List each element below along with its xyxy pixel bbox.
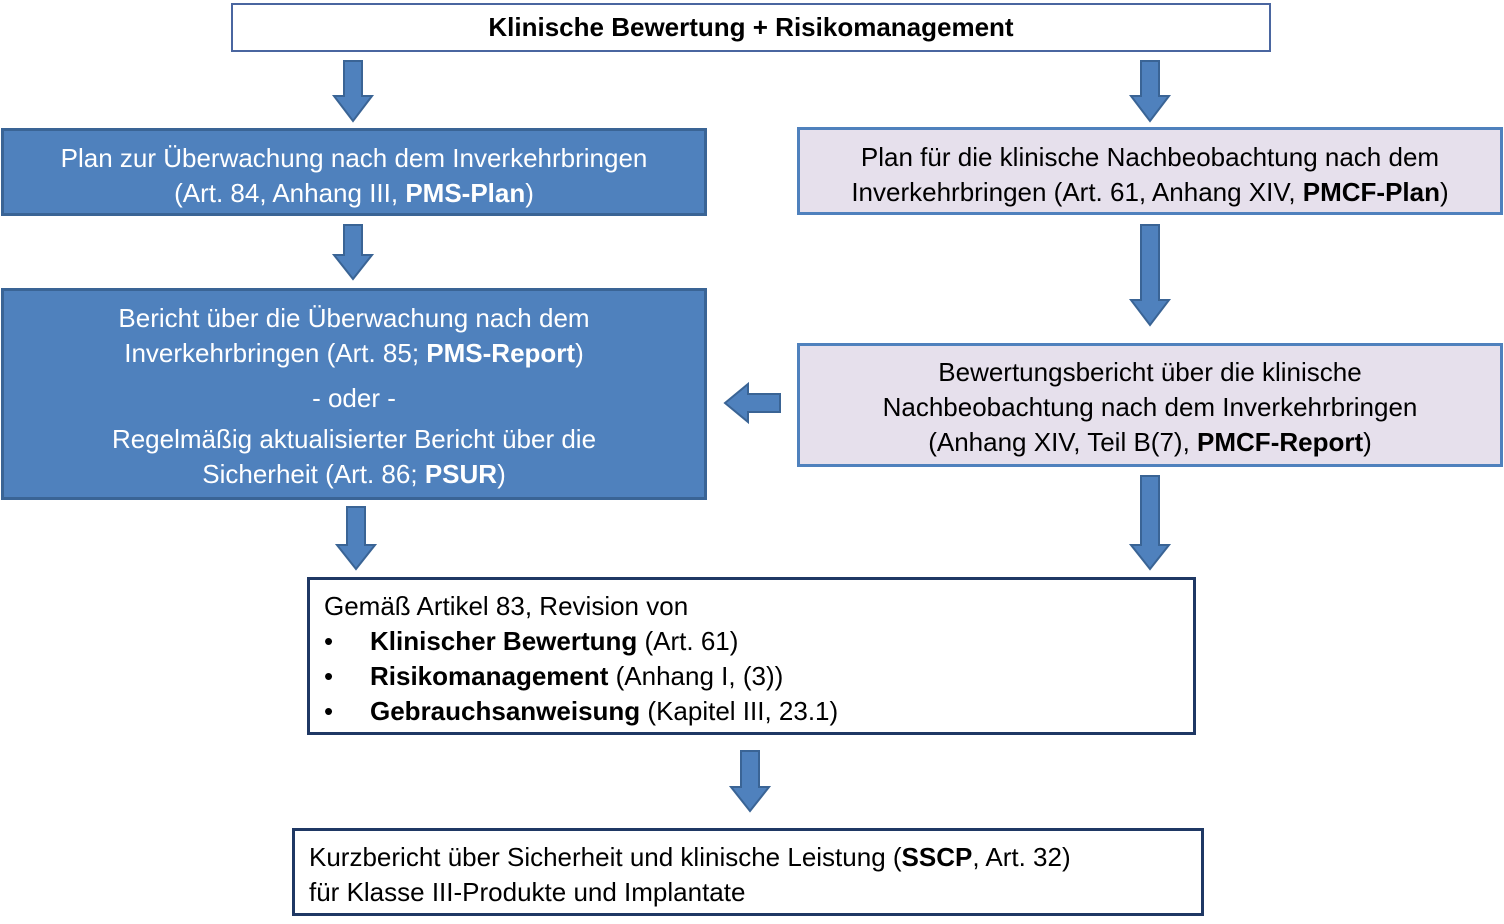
psur-line2: Sicherheit (Art. 86; PSUR) [202, 459, 506, 489]
arrow-pmcf-report-to-pms-report [723, 381, 781, 425]
revision-item: • Risikomanagement (Anhang I, (3)) [324, 659, 1193, 694]
pmcf-report-line3: (Anhang XIV, Teil B(7), PMCF-Report) [928, 427, 1372, 457]
top-box-title: Klinische Bewertung + Risikomanagement [231, 3, 1271, 52]
bullet: • [324, 696, 334, 726]
pmcf-report-line1: Bewertungsbericht über die klinische [938, 357, 1362, 387]
pms-plan-term: PMS-Plan [405, 178, 526, 208]
pms-plan-box: Plan zur Überwachung nach dem Inverkehrb… [1, 128, 707, 216]
pmcf-plan-term: PMCF-Plan [1302, 177, 1440, 207]
arrow-top-to-pmcf-plan [1128, 60, 1172, 123]
arrow-revision-to-sscp [728, 750, 772, 813]
bullet: • [324, 626, 334, 656]
pms-report-line1: Bericht über die Überwachung nach dem [118, 303, 590, 333]
sscp-line1: Kurzbericht über Sicherheit und klinisch… [309, 842, 1071, 872]
sscp-line2: für Klasse III-Produkte und Implantate [309, 877, 746, 907]
sscp-term: SSCP [901, 842, 973, 872]
revision-intro: Gemäß Artikel 83, Revision von [324, 591, 689, 621]
pmcf-report-line2: Nachbeobachtung nach dem Inverkehrbringe… [882, 392, 1418, 422]
arrow-top-to-pms-plan [331, 60, 375, 123]
revision-item: • Gebrauchsanweisung (Kapitel III, 23.1) [324, 694, 1193, 729]
pmcf-plan-line2: Inverkehrbringen (Art. 61, Anhang XIV, P… [851, 177, 1449, 207]
pmcf-plan-line1: Plan für die klinische Nachbeobachtung n… [860, 142, 1440, 172]
pms-plan-line2: (Art. 84, Anhang III, PMS-Plan) [174, 178, 534, 208]
pms-report-separator: - oder - [312, 383, 396, 413]
pmcf-plan-box: Plan für die klinische Nachbeobachtung n… [797, 127, 1503, 215]
arrow-pms-plan-to-pms-report [331, 224, 375, 281]
pms-plan-line1: Plan zur Überwachung nach dem Inverkehrb… [60, 143, 648, 173]
arrow-pms-report-to-revision [334, 506, 378, 571]
arrow-pmcf-plan-to-pmcf-report [1128, 224, 1172, 327]
top-title: Klinische Bewertung + Risikomanagement [488, 12, 1014, 42]
bullet: • [324, 661, 334, 691]
psur-line1: Regelmäßig aktualisierter Bericht über d… [111, 424, 597, 454]
pmcf-report-term: PMCF-Report [1197, 427, 1364, 457]
revision-box: Gemäß Artikel 83, Revision von • Klinisc… [307, 577, 1196, 735]
pms-report-term: PMS-Report [426, 338, 576, 368]
revision-item: • Klinischer Bewertung (Art. 61) [324, 624, 1193, 659]
arrow-pmcf-report-to-revision [1128, 475, 1172, 571]
pms-report-box: Bericht über die Überwachung nach dem In… [1, 288, 707, 500]
pmcf-report-box: Bewertungsbericht über die klinische Nac… [797, 343, 1503, 467]
sscp-box: Kurzbericht über Sicherheit und klinisch… [292, 828, 1204, 916]
pms-report-line2: Inverkehrbringen (Art. 85; PMS-Report) [124, 338, 584, 368]
psur-term: PSUR [424, 459, 498, 489]
